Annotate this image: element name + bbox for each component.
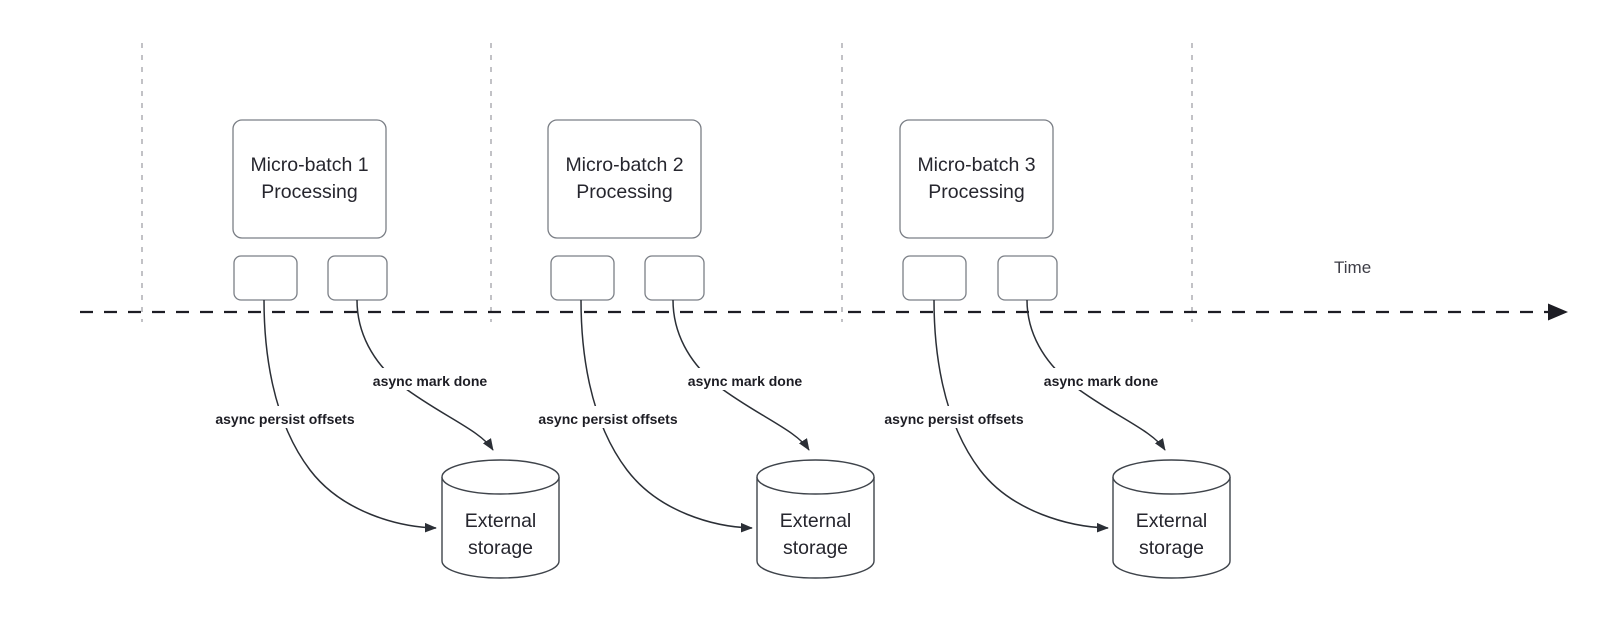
time-axis-arrowhead bbox=[1548, 303, 1568, 321]
micro-batch-1-process-box[interactable] bbox=[232, 119, 387, 239]
batch-1-external-storage-label-line1: External bbox=[465, 510, 537, 532]
time-axis-label: Time bbox=[1334, 258, 1371, 277]
batch-1-external-storage-cylinder-body[interactable] bbox=[441, 477, 560, 579]
batch-3-async-persist-offsets-arrow bbox=[933, 299, 1109, 533]
batch-3-persist-offsets-task-box[interactable] bbox=[902, 255, 967, 301]
tick-line-group bbox=[141, 43, 1193, 322]
batch-2-async-mark-done-label: async mark done bbox=[688, 373, 803, 389]
micro-batch-1-label-line1: Micro-batch 1 bbox=[250, 154, 368, 176]
batch-group-2: Micro-batch 2 Processing async persist o… bbox=[519, 119, 875, 579]
micro-batch-2-label-line1: Micro-batch 2 bbox=[565, 154, 683, 176]
batch-1-external-storage-cylinder-top bbox=[441, 459, 560, 495]
micro-batch-3-label-line2: Processing bbox=[928, 181, 1024, 203]
batch-3-external-storage-cylinder-body[interactable] bbox=[1112, 477, 1231, 579]
batch-group-1: Micro-batch 1 Processing async persist o… bbox=[196, 119, 560, 579]
batch-3-mark-done-task-box[interactable] bbox=[997, 255, 1058, 301]
micro-batch-2-label-line2: Processing bbox=[576, 181, 672, 203]
batch-1-mark-done-task-box[interactable] bbox=[327, 255, 388, 301]
batch-2-mark-done-task-box[interactable] bbox=[644, 255, 705, 301]
batch-3-external-storage-cylinder-top bbox=[1112, 459, 1231, 495]
micro-batch-1-label-line2: Processing bbox=[261, 181, 357, 203]
batch-1-markdone-label-bg bbox=[360, 368, 501, 390]
micro-batch-2-process-box[interactable] bbox=[547, 119, 702, 239]
batch-group-3: Micro-batch 3 Processing async persist o… bbox=[865, 119, 1231, 579]
batch-3-external-storage-label-line2: storage bbox=[1139, 537, 1204, 559]
batch-1-async-persist-offsets-arrow bbox=[263, 299, 437, 533]
batch-2-external-storage-cylinder-body[interactable] bbox=[756, 477, 875, 579]
batch-2-external-storage-cylinder-top bbox=[756, 459, 875, 495]
micro-batch-3-process-box[interactable] bbox=[899, 119, 1054, 239]
batch-1-external-storage-label-line2: storage bbox=[468, 537, 533, 559]
batch-3-async-mark-done-label: async mark done bbox=[1044, 373, 1159, 389]
batch-2-persist-offsets-task-box[interactable] bbox=[550, 255, 615, 301]
batch-1-persist-offsets-task-box[interactable] bbox=[233, 255, 298, 301]
batch-1-async-persist-offsets-label: async persist offsets bbox=[215, 411, 354, 427]
batch-2-markdone-label-bg bbox=[675, 368, 816, 390]
batch-2-async-persist-offsets-label: async persist offsets bbox=[538, 411, 677, 427]
batch-1-async-mark-done-label: async mark done bbox=[373, 373, 488, 389]
batch-2-external-storage-label-line2: storage bbox=[783, 537, 848, 559]
batch-1-persist-label-bg bbox=[196, 406, 374, 428]
batch-2-persist-label-bg bbox=[519, 406, 697, 428]
micro-batch-3-label-line1: Micro-batch 3 bbox=[917, 154, 1035, 176]
batch-3-markdone-label-bg bbox=[1031, 368, 1172, 390]
batch-2-external-storage-label-line1: External bbox=[780, 510, 852, 532]
batch-2-async-persist-offsets-arrow bbox=[580, 299, 753, 533]
batch-3-persist-label-bg bbox=[865, 406, 1043, 428]
batch-3-async-persist-offsets-label: async persist offsets bbox=[884, 411, 1023, 427]
batch-3-external-storage-label-line1: External bbox=[1136, 510, 1208, 532]
